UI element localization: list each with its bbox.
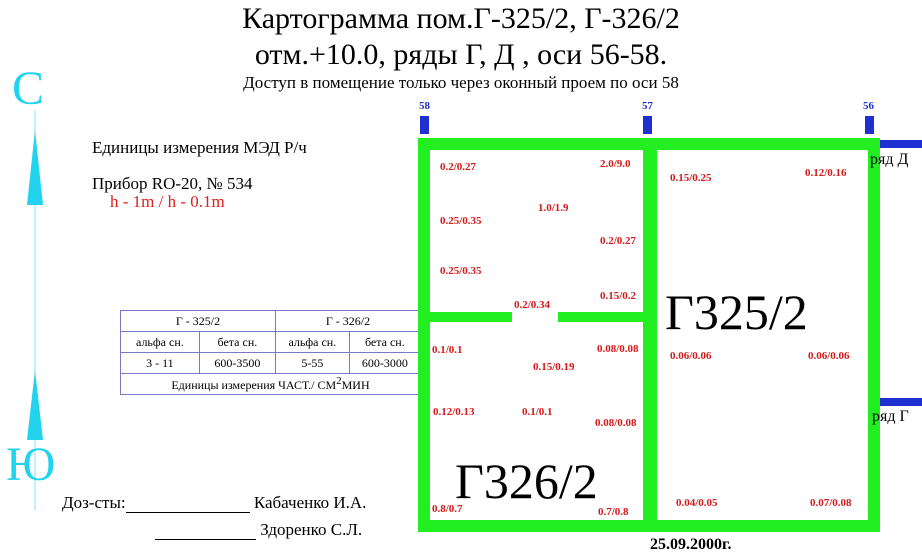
wall-bottom: [418, 520, 880, 532]
measurement: 0.15/0.25: [670, 172, 712, 184]
axis-label-57: 57: [642, 100, 653, 112]
measurement: 0.12/0.16: [805, 167, 847, 179]
table-units-exp: 2: [336, 375, 342, 387]
axis-marker-56: [865, 116, 874, 134]
table-units-suffix: МИН: [341, 378, 370, 392]
measurement: 0.04/0.05: [676, 497, 718, 509]
measurement: 0.06/0.06: [808, 350, 850, 362]
table-units-row: Единицы измерения ЧАСТ./ СМ2МИН: [120, 373, 421, 395]
device-label: Прибор RO-20, № 534: [92, 174, 253, 193]
table-cell: альфа сн.: [275, 331, 350, 353]
measurement: 0.1/0.1: [522, 406, 553, 418]
table-cell: 600-3000: [348, 352, 422, 374]
signature-line: [155, 523, 256, 540]
wall-right: [868, 138, 880, 532]
units-label: Единицы измерения МЭД Р/ч: [92, 138, 307, 157]
axis-marker-58: [420, 116, 429, 134]
compass-south-label: Ю: [6, 438, 56, 491]
measurement: 2.0/9.0: [600, 158, 631, 170]
measurement: 1.0/1.9: [538, 202, 569, 214]
row-label-d: ряд Д: [870, 151, 909, 168]
table-header-room1: Г - 325/2: [120, 310, 276, 332]
measurement: 0.06/0.06: [670, 350, 712, 362]
page-subtitle: отм.+10.0, ряды Г, Д , оси 56-58.: [254, 38, 668, 71]
signature-row-2: Здоренко С.Л.: [155, 520, 362, 540]
dosimetrist-label: Доз-сты:: [62, 493, 126, 512]
row-marker-d: [880, 140, 922, 148]
compass-north-label: С: [12, 62, 45, 115]
table-cell: 600-3500: [198, 352, 277, 374]
signature-person-1: Кабаченко И.А.: [253, 493, 367, 512]
measurement: 0.8/0.7: [432, 503, 463, 515]
wall-partition-right: [558, 312, 643, 322]
row-marker-g: [880, 398, 922, 406]
report-date: 25.09.2000г.: [650, 536, 732, 553]
wall-top: [418, 138, 880, 150]
signature-line: [125, 496, 250, 513]
compass-arrow-icon: [27, 110, 43, 510]
measurement: 0.15/0.2: [600, 290, 637, 302]
signature-person-2: Здоренко С.Л.: [260, 520, 363, 539]
measurement: 0.08/0.08: [595, 417, 637, 429]
row-label-g: ряд Г: [872, 408, 909, 425]
measurement: 0.2/0.27: [600, 235, 637, 247]
axis-marker-57: [643, 116, 652, 134]
measurement: 0.15/0.19: [533, 361, 575, 373]
measurement: 0.2/0.27: [440, 161, 477, 173]
wall-middle: [643, 150, 657, 520]
page-title: Картограмма пом.Г-325/2, Г-326/2: [242, 2, 680, 35]
measurement: 0.08/0.08: [597, 343, 639, 355]
room-label-326: Г326/2: [455, 453, 598, 509]
signature-row-1: Доз-сты: Кабаченко И.А.: [62, 493, 366, 513]
table-units-prefix: Единицы измерения ЧАСТ./ СМ: [171, 378, 337, 392]
wall-partition-left: [430, 312, 512, 322]
measurement: 0.25/0.35: [440, 265, 482, 277]
measurement: 0.7/0.8: [598, 506, 629, 518]
measurement: 0.07/0.08: [810, 497, 852, 509]
axis-label-56: 56: [863, 100, 874, 112]
measurement: 0.1/0.1: [432, 344, 463, 356]
height-label: h - 1m / h - 0.1m: [110, 192, 225, 211]
measurement: 0.12/0.13: [433, 406, 475, 418]
contamination-table: Г - 325/2 Г - 326/2 альфа сн. бета сн. а…: [120, 310, 422, 395]
access-note: Доступ в помещение только через оконный …: [243, 73, 679, 92]
measurement: 0.2/0.34: [514, 299, 551, 311]
measurement: 0.25/0.35: [440, 215, 482, 227]
axis-label-58: 58: [419, 100, 430, 112]
wall-left: [418, 138, 430, 532]
room-label-325: Г325/2: [665, 284, 808, 340]
